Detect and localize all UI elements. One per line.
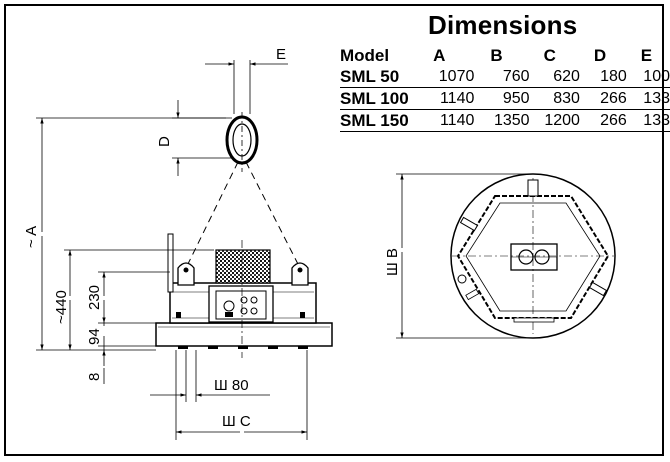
dim-80: Ш 80 (150, 350, 270, 402)
cell-b: 950 (474, 87, 530, 110)
header-e: E (640, 45, 653, 65)
dim-e: E (205, 46, 288, 114)
dimensions-table: Model A B C D E SML 50 1070 760 620 180 … (340, 45, 670, 132)
table-row: SML 150 1140 1350 1200 266 133 (340, 109, 670, 132)
header-c: C (543, 45, 556, 65)
cell-a: 1140 (419, 109, 475, 132)
cell-b: 1350 (474, 109, 530, 132)
label-80: Ш 80 (214, 377, 249, 394)
row-model: SML 100 (340, 87, 420, 110)
row-model: SML 50 (340, 66, 420, 88)
dim-94: 94 (86, 323, 105, 350)
cell-d: 266 (579, 109, 627, 132)
cell-c: 1200 (529, 109, 580, 132)
row-model: SML 150 (340, 109, 420, 132)
dim-d: D (156, 100, 232, 176)
header-a: A (433, 45, 446, 65)
dim-230: 230 (86, 271, 170, 324)
cell-c: 620 (529, 66, 580, 88)
top-view (450, 173, 616, 339)
label-d: D (156, 136, 173, 147)
label-b: Ш B (384, 248, 401, 276)
label-8: 8 (86, 373, 103, 381)
header-model: Model (340, 45, 390, 65)
table-header-row: Model A B C D E (340, 45, 670, 66)
cell-a: 1140 (419, 87, 475, 110)
header-b: B (490, 45, 503, 65)
label-230: 230 (86, 285, 103, 310)
label-c: Ш C (222, 413, 251, 430)
cell-e: 100 (626, 66, 670, 88)
label-94: 94 (86, 328, 103, 345)
cell-d: 266 (579, 87, 627, 110)
header-d: D (593, 45, 607, 65)
dim-a: ~ A (23, 117, 226, 351)
dimensions-title: Dimensions (428, 10, 578, 40)
magnet-body (155, 233, 333, 358)
table-row: SML 100 1140 950 830 266 133 (340, 87, 670, 110)
lifting-eye (225, 112, 259, 172)
table-row: SML 50 1070 760 620 180 100 (340, 66, 670, 88)
dim-b: Ш B (384, 173, 533, 339)
cell-c: 830 (529, 87, 580, 110)
label-e: E (276, 46, 286, 63)
label-a: ~ A (23, 226, 40, 248)
dim-440: ~440 (53, 249, 214, 350)
cell-b: 760 (474, 66, 530, 88)
cell-a: 1070 (419, 66, 475, 88)
dim-c: Ш C (175, 350, 308, 440)
cell-d: 180 (579, 66, 627, 88)
cell-e: 133 (626, 109, 670, 132)
cell-e: 133 (626, 87, 670, 110)
label-440: ~440 (53, 290, 70, 324)
dim-8: 8 (86, 345, 156, 384)
